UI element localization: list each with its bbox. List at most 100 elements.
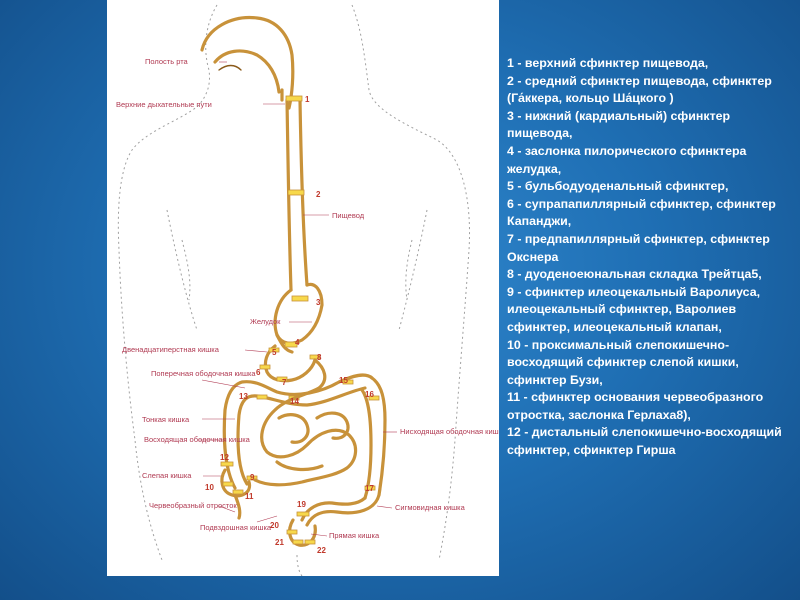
number-3: 3 xyxy=(316,298,321,307)
legend-item-12: 12 - дистальный слепокишечно-восходящий … xyxy=(507,425,782,458)
number-22: 22 xyxy=(317,546,326,555)
legend-item-8: 8 - дуоденоеюнальная складка Трейтца5, xyxy=(507,267,762,282)
label-cecum: Слепая кишка xyxy=(142,471,192,480)
label-esophagus: Пищевод xyxy=(332,211,365,220)
appendix-shape xyxy=(233,493,242,520)
legend-item-10: 10 - проксимальный слепокишечно-восходящ… xyxy=(507,337,739,387)
colon xyxy=(222,373,387,547)
body-outline xyxy=(117,4,470,576)
leader-duodenum xyxy=(244,349,268,353)
number-15: 15 xyxy=(339,376,348,385)
legend-item-7: 7 - предпапиллярный сфинктер, сфинктер О… xyxy=(507,231,770,264)
small-intestine-coil-2 xyxy=(277,413,310,444)
mouth-detail xyxy=(218,64,242,71)
number-7: 7 xyxy=(282,378,287,387)
number-19: 19 xyxy=(297,500,306,509)
duodenum xyxy=(259,344,321,383)
sphincter-2 xyxy=(287,189,305,196)
small-intestine-coil-3 xyxy=(315,411,350,440)
sphincter-21 xyxy=(292,539,304,545)
rib-line-left xyxy=(181,239,191,301)
anatomy-diagram-panel: Полость рта Верхние дыхательные пути Пищ… xyxy=(107,0,499,576)
sphincter-7 xyxy=(276,376,288,382)
esophagus xyxy=(285,95,309,302)
label-sigmoid-colon: Сигмовидная кишка xyxy=(395,503,466,512)
number-2: 2 xyxy=(316,190,321,199)
sphincter-legend: 1 - верхний сфинктер пищевода, 2 - средн… xyxy=(507,55,792,460)
stomach-outline xyxy=(273,282,324,345)
sphincter-11 xyxy=(232,489,244,495)
legend-item-5: 5 - бульбодуоденальный сфинктер, xyxy=(507,179,729,194)
pylorus xyxy=(275,333,294,354)
rectum xyxy=(288,518,317,547)
number-16: 16 xyxy=(365,390,374,399)
arm-line-left xyxy=(166,209,198,331)
number-4: 4 xyxy=(295,338,300,347)
label-appendix: Червеобразный отросток xyxy=(149,501,237,510)
label-duodenum: Двенадцатиперстная кишка xyxy=(122,345,220,354)
midline xyxy=(296,554,303,576)
stomach xyxy=(273,282,324,354)
descending-colon xyxy=(370,376,387,497)
head-mouth xyxy=(200,15,295,110)
label-descending-colon: Нисходящая ободочная кишка xyxy=(400,427,499,436)
body-outline-left xyxy=(117,4,218,561)
number-14: 14 xyxy=(290,397,299,406)
number-17: 17 xyxy=(365,484,374,493)
sigmoid-colon-inner xyxy=(300,496,367,522)
sphincter-19 xyxy=(296,511,310,517)
sphincter-numbers: 1 2 3 4 5 6 7 8 9 10 11 12 13 14 15 16 1… xyxy=(205,95,374,555)
sphincter-12 xyxy=(220,461,234,467)
rib-line-right xyxy=(405,239,413,301)
tongue-curve xyxy=(213,49,281,94)
label-transverse-colon: Поперечная ободочная кишка xyxy=(151,369,256,378)
sphincter-22 xyxy=(304,539,316,545)
sphincter-1 xyxy=(285,95,303,102)
sigmoid-colon xyxy=(305,493,381,527)
leader-transverse xyxy=(201,379,246,389)
number-11: 11 xyxy=(245,492,254,501)
number-1: 1 xyxy=(305,95,310,104)
label-transverse-colon-text: Поперечная ободочная кишка xyxy=(151,369,256,378)
leader-sigmoid xyxy=(376,505,393,509)
descending-colon-inner xyxy=(360,388,373,500)
number-10: 10 xyxy=(205,483,214,492)
digestive-system-diagram: Полость рта Верхние дыхательные пути Пищ… xyxy=(116,4,499,576)
number-6: 6 xyxy=(256,368,261,377)
label-ascending-colon: Восходящая ободочная кишка xyxy=(144,435,251,444)
label-ileum: Подвздошная кишка xyxy=(200,523,272,532)
label-rectum: Прямая кишка xyxy=(329,531,380,540)
legend-item-2: 2 - средний сфинктер пищевода, сфинктер … xyxy=(507,73,772,106)
number-5: 5 xyxy=(272,348,277,357)
number-8: 8 xyxy=(317,353,322,362)
number-12: 12 xyxy=(220,453,229,462)
cecum xyxy=(220,461,258,520)
sphincter-20 xyxy=(286,529,298,535)
sphincter-9 xyxy=(246,475,258,481)
sphincter-4 xyxy=(284,341,298,348)
small-intestine xyxy=(253,358,358,487)
sphincter-15 xyxy=(342,379,354,385)
leader-ileum xyxy=(256,515,278,523)
number-9: 9 xyxy=(250,473,255,482)
sphincter-10 xyxy=(222,481,234,487)
leader-rectum xyxy=(310,533,328,537)
body-outline-right xyxy=(351,4,470,561)
label-upper-airways: Верхние дыхательные пути xyxy=(116,100,212,109)
number-20: 20 xyxy=(270,521,279,530)
legend-item-11: 11 - сфинктер основания червеобразного о… xyxy=(507,390,764,422)
cecum-pouch xyxy=(220,468,252,498)
leader-appendix xyxy=(218,505,236,513)
sphincter-17 xyxy=(364,485,376,491)
legend-item-9: 9 - сфинктер илеоцекальный Варолиуса, ил… xyxy=(507,284,761,334)
sphincter-3 xyxy=(291,295,309,302)
sphincter-6 xyxy=(259,364,271,370)
label-mouth-cavity: Полость рта xyxy=(145,57,189,66)
number-21: 21 xyxy=(275,538,284,547)
sphincter-16 xyxy=(368,395,380,401)
small-intestine-coil-4 xyxy=(275,460,324,472)
sphincter-13 xyxy=(256,394,268,400)
number-13: 13 xyxy=(239,392,248,401)
small-intestine-coil-1 xyxy=(253,358,358,487)
legend-item-3: 3 - нижний (кардиальный) сфинктер пищево… xyxy=(507,108,731,141)
